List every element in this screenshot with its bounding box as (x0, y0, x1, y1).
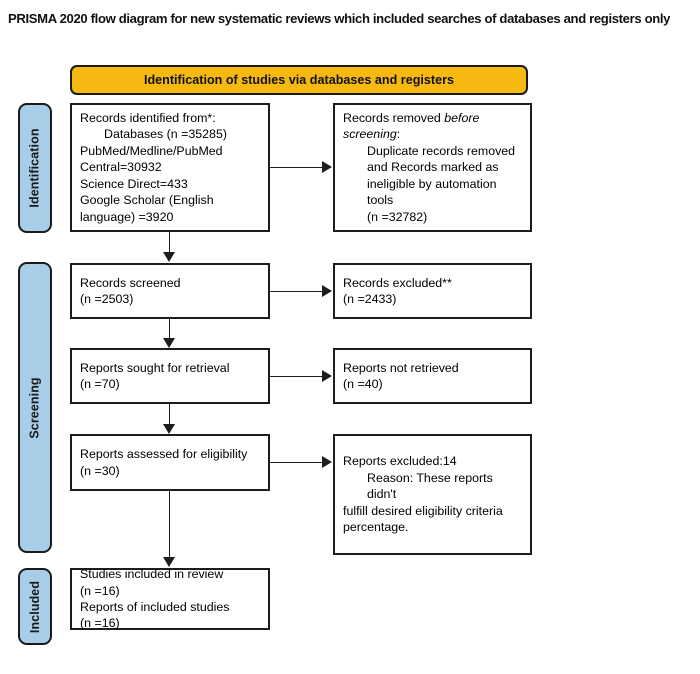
records-identified-line-3: PubMed/Medline/PubMed (80, 143, 223, 158)
box-reports-not-retrieved: Reports not retrieved (n =40) (333, 348, 532, 404)
arrowhead-right-to-excluded-reports (322, 456, 332, 468)
reports-not-retrieved-line-2: (n =40) (343, 377, 383, 391)
studies-included-line-1: Studies included in review (80, 567, 224, 582)
records-removed-emphasis-before: before (444, 111, 480, 126)
reports-excluded-line-2: Reason: These reports didn't (367, 470, 497, 502)
records-removed-line-4: and Records marked as (367, 160, 499, 175)
phase-bar-included: Included (18, 568, 52, 645)
connector-screened-to-excluded (270, 291, 323, 292)
records-removed-line-5: ineligible by automation tools (367, 176, 500, 208)
phase-label-screening: Screening (28, 376, 42, 439)
phase-label-identification: Identification (28, 128, 42, 208)
records-screened-line-2: (n =2503) (80, 292, 134, 306)
arrowhead-right-to-not-retrieved (322, 370, 332, 382)
box-reports-excluded: Reports excluded:14 Reason: These report… (333, 434, 532, 555)
arrowhead-down-to-included (163, 557, 175, 567)
box-records-screened: Records screened (n =2503) (70, 263, 270, 319)
records-removed-line-3: Duplicate records removed (367, 143, 516, 158)
connector-assessed-to-excluded-reports (270, 462, 323, 463)
records-removed-line-1-text: Records removed (343, 111, 445, 126)
records-removed-line-2: screening: (343, 126, 522, 142)
box-reports-assessed: Reports assessed for eligibility (n =30) (70, 434, 270, 491)
records-removed-line-1: Records removed before (343, 110, 522, 126)
studies-included-line-2: (n =16) (80, 583, 120, 598)
connector-screened-to-sought (169, 319, 170, 339)
page-title: PRISMA 2020 flow diagram for new systema… (8, 11, 671, 26)
records-removed-emphasis-screening: screening (343, 127, 397, 142)
reports-assessed-line-2: (n =30) (80, 463, 120, 478)
box-reports-sought: Reports sought for retrieval (n =70) (70, 348, 270, 404)
reports-not-retrieved-line-1: Reports not retrieved (343, 360, 459, 375)
records-removed-line-6: (n =32782) (367, 209, 428, 224)
connector-sought-to-not-retrieved (270, 376, 323, 377)
records-removed-line-2-colon: : (396, 127, 401, 142)
records-identified-line-4: Central=30932 (80, 160, 162, 175)
records-identified-line-6: Google Scholar (English (80, 193, 214, 208)
phase-bar-screening: Screening (18, 262, 52, 553)
records-identified-line-1: Records identified from*: (80, 111, 216, 126)
box-records-excluded: Records excluded** (n =2433) (333, 263, 532, 319)
arrowhead-down-to-screened (163, 252, 175, 262)
reports-excluded-line-3: fulfill desired eligibility criteria (343, 503, 503, 518)
connector-sought-to-assessed (169, 404, 170, 425)
reports-assessed-line-1: Reports assessed for eligibility (80, 447, 248, 462)
records-identified-line-2: Databases (n =35285) (104, 127, 227, 142)
arrowhead-down-to-sought (163, 338, 175, 348)
box-records-identified: Records identified from*: Databases (n =… (70, 103, 270, 232)
phase-bar-identification: Identification (18, 103, 52, 233)
records-screened-line-1: Records screened (80, 275, 181, 290)
phase-label-included: Included (28, 580, 43, 633)
reports-excluded-line-1: Reports excluded:14 (343, 454, 457, 469)
box-studies-included: Studies included in review (n =16) Repor… (70, 567, 270, 631)
identification-banner-label: Identification of studies via databases … (143, 73, 455, 87)
connector-assessed-to-included (169, 491, 170, 559)
identification-banner: Identification of studies via databases … (70, 65, 528, 95)
records-identified-line-5: Science Direct=433 (80, 176, 188, 191)
reports-sought-line-2: (n =70) (80, 377, 120, 391)
studies-included-line-3: Reports of included studies (80, 600, 230, 614)
connector-identified-to-removed (270, 167, 323, 168)
records-identified-line-7: language) =3920 (80, 209, 174, 224)
records-excluded-line-2: (n =2433) (343, 292, 397, 306)
arrowhead-right-to-excluded (322, 285, 332, 297)
box-records-removed: Records removed before screening: Duplic… (333, 103, 532, 232)
studies-included-line-4: (n =16) (80, 616, 120, 631)
reports-sought-line-1: Reports sought for retrieval (80, 360, 230, 375)
arrowhead-right-to-removed (322, 161, 332, 173)
connector-identified-to-screened (169, 232, 170, 254)
reports-excluded-line-4: percentage. (343, 520, 409, 535)
arrowhead-down-to-assessed (163, 424, 175, 434)
records-excluded-line-1: Records excluded** (343, 275, 452, 290)
